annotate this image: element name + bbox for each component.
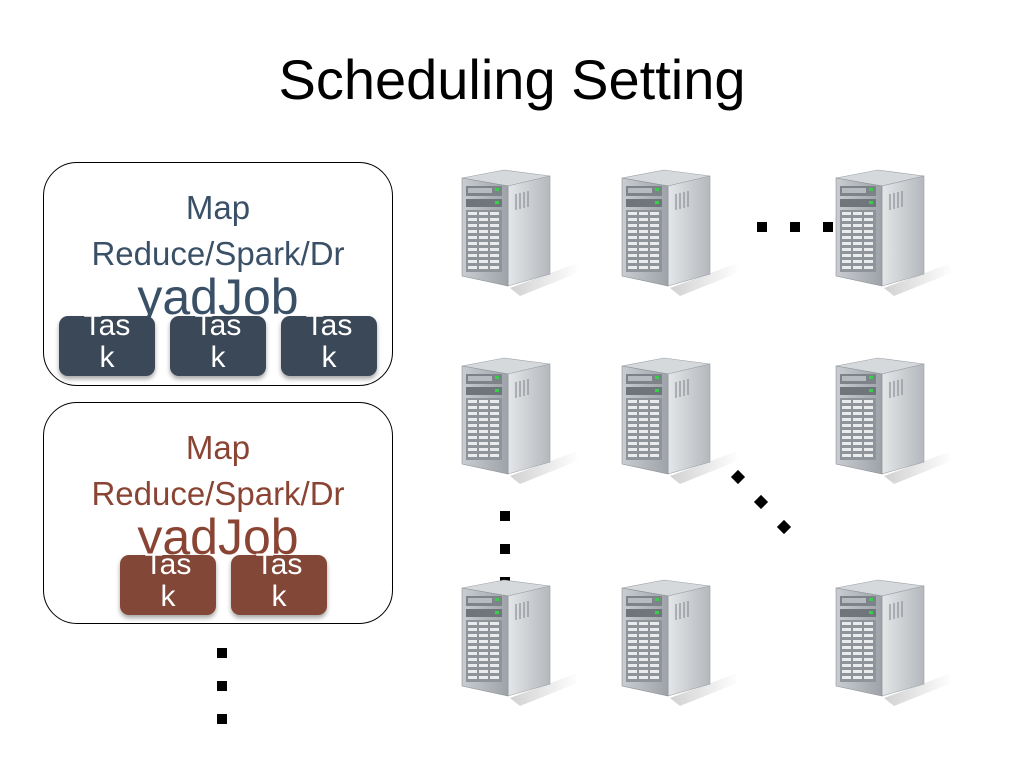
ellipsis-dots-icon xyxy=(217,648,227,658)
ellipsis-dot xyxy=(217,681,227,691)
job-1-line-job: yadJob xyxy=(137,269,299,325)
job-box-1: Map Reduce/Spark/Dr yadJob Task Task Tas… xyxy=(43,162,393,386)
server-tower-icon xyxy=(621,579,740,706)
job-1-line-map: Map xyxy=(185,189,251,226)
job-2-line-frameworks: Reduce/Spark/Dr xyxy=(91,475,345,512)
job-2-line-job: yadJob xyxy=(137,509,299,565)
job-1-line-frameworks: Reduce/Spark/Dr xyxy=(91,235,345,272)
job-2-task-2: Task xyxy=(231,549,327,615)
server-tower-icon xyxy=(835,169,954,296)
server-tower-icon xyxy=(461,357,580,484)
job-1-task-3: Task xyxy=(281,310,377,376)
server-tower-icon xyxy=(835,579,954,706)
server-tower-icon xyxy=(461,579,580,706)
job-2-task-1: Task xyxy=(120,549,216,615)
ellipsis-dot xyxy=(776,519,792,535)
server-tower-icon xyxy=(621,169,740,296)
job-2-label: Map Reduce/Spark/Dr yadJob xyxy=(44,425,392,565)
server-tower-icon xyxy=(621,357,740,484)
ellipsis-dot xyxy=(500,544,510,554)
job-1-task-2: Task xyxy=(170,310,266,376)
page-title: Scheduling Setting xyxy=(278,48,746,111)
ellipsis-dot xyxy=(753,494,769,510)
ellipsis-dots-icon xyxy=(757,222,767,232)
job-1-task-1: Task xyxy=(59,310,155,376)
ellipsis-dot xyxy=(823,222,833,232)
ellipsis-dot xyxy=(217,714,227,724)
server-tower-icon xyxy=(835,357,954,484)
ellipsis-dot xyxy=(790,222,800,232)
job-1-label: Map Reduce/Spark/Dr yadJob xyxy=(44,185,392,325)
job-box-2: Map Reduce/Spark/Dr yadJob Task Task xyxy=(43,402,393,624)
job-2-line-map: Map xyxy=(185,429,251,466)
ellipsis-dots-icon xyxy=(500,511,510,521)
server-tower-icon xyxy=(461,169,580,296)
